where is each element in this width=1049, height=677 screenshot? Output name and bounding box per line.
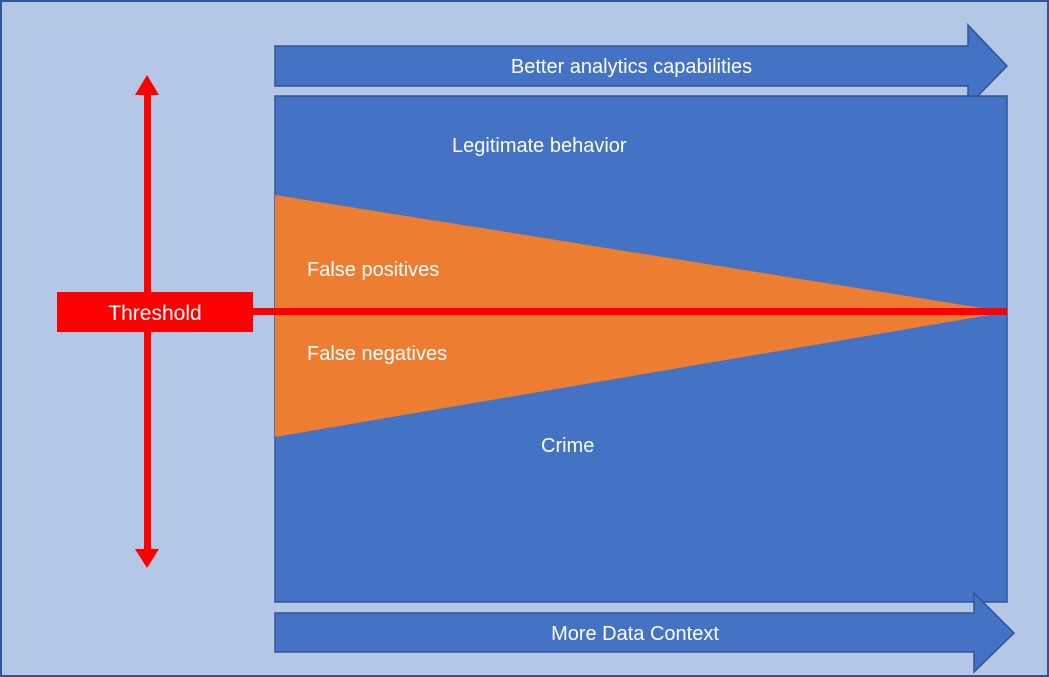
false-positives-label: False positives (307, 259, 440, 281)
top-arrow-shape (274, 23, 1009, 108)
bottom-arrow-shape (274, 591, 1016, 674)
threshold-line (252, 308, 1007, 315)
threshold-up-arrowhead (135, 75, 159, 95)
threshold-box (57, 292, 253, 332)
top-arrow-label: Better analytics capabilities (510, 56, 753, 78)
threshold-down-arrowhead (135, 549, 159, 568)
bottom-arrow-label: More Data Context (551, 623, 719, 645)
false-negatives-label: False negatives (307, 343, 448, 365)
threshold-label: Threshold (108, 302, 202, 325)
crime-label: Crime (541, 435, 595, 457)
error-wedge (275, 195, 1007, 437)
legitimate-behavior-label: Legitimate behavior (452, 135, 627, 157)
